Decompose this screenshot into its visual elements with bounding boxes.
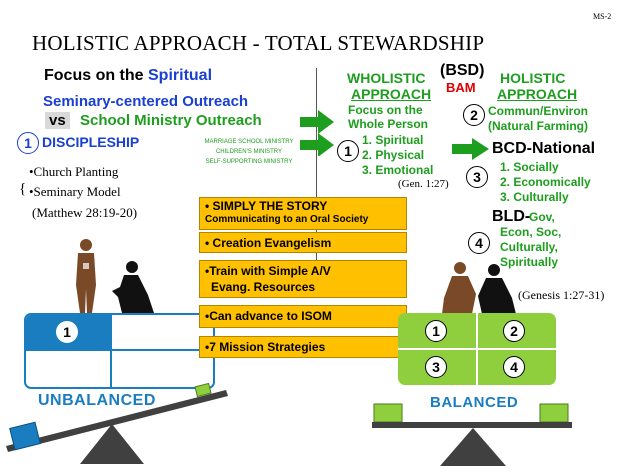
focus-prefix: Focus on the bbox=[44, 67, 148, 84]
balanced-label: BALANCED bbox=[430, 394, 519, 411]
kneeling-person-icon bbox=[442, 262, 476, 314]
standing-person-icon bbox=[76, 239, 96, 313]
strategy-line: •Train with Simple A/V bbox=[205, 264, 331, 278]
bcd-national: BCD-National bbox=[492, 140, 596, 157]
holistic-approach: HOLISTIC APPROACH bbox=[497, 70, 577, 102]
gen-ref-2: (Genesis 1:27-31) bbox=[518, 288, 605, 302]
strategy-line: • SIMPLY THE STORY bbox=[205, 199, 328, 213]
grid-number-3: 3 bbox=[425, 356, 447, 378]
brace: { bbox=[19, 181, 27, 197]
commun-line: (Natural Farming) bbox=[488, 119, 589, 133]
heavy-block bbox=[9, 421, 41, 451]
ministry-list: MARRIAGE SCHOOL MINISTRY CHILDREN'S MINI… bbox=[196, 137, 302, 167]
arrow-to-bcd bbox=[452, 138, 489, 160]
bcd-items: 1. Socially 2. Economically 3. Culturall… bbox=[500, 160, 591, 205]
bsd-label: (BSD) bbox=[440, 62, 485, 79]
discipleship-label: DISCIPLESHIP bbox=[42, 134, 140, 150]
grid-number-2: 2 bbox=[503, 320, 525, 342]
ministry-item: CHILDREN'S MINISTRY bbox=[215, 149, 283, 155]
bld-prefix: BLD- bbox=[492, 208, 531, 225]
strategy-line: •Can advance to ISOM bbox=[205, 309, 332, 323]
strategy-box-story: • SIMPLY THE STORY Communicating to an O… bbox=[199, 197, 407, 230]
grid-divider bbox=[26, 349, 213, 351]
level-beam bbox=[372, 422, 572, 428]
page-title: HOLISTIC APPROACH - TOTAL STEWARDSHIP bbox=[32, 31, 485, 55]
fulcrum bbox=[440, 428, 506, 466]
focus-title-line: Whole Person bbox=[348, 117, 429, 131]
wholistic-line: APPROACH bbox=[351, 86, 432, 102]
light-block bbox=[194, 382, 212, 398]
focus-item: 2. Physical bbox=[362, 148, 425, 162]
holistic-line: APPROACH bbox=[497, 86, 578, 102]
number-4-circle: 4 bbox=[468, 232, 490, 254]
wholistic-approach: WHOLISTIC APPROACH bbox=[347, 70, 431, 102]
strategy-subline: Evang. Resources bbox=[211, 280, 316, 294]
arrows-to-focus bbox=[300, 110, 334, 156]
focus-title-line: Focus on the bbox=[348, 103, 423, 117]
bld-line: Culturally, bbox=[500, 240, 558, 254]
focus-word: Spiritual bbox=[148, 67, 213, 84]
wholistic-line: WHOLISTIC bbox=[347, 70, 426, 86]
seminary-outreach: Seminary-centered Outreach bbox=[43, 93, 249, 110]
focus-spiritual: Focus on the Spiritual bbox=[44, 67, 212, 85]
number-2-circle: 2 bbox=[463, 104, 485, 126]
number-3-circle: 3 bbox=[466, 166, 488, 188]
strategy-box-mission: •7 Mission Strategies bbox=[199, 336, 407, 358]
balanced-seesaw bbox=[372, 403, 572, 466]
two-praying-figures bbox=[442, 262, 516, 314]
unbalanced-seesaw bbox=[6, 382, 228, 464]
bam-label: BAM bbox=[446, 80, 476, 95]
center-divider bbox=[316, 68, 317, 278]
right-block bbox=[539, 403, 569, 423]
focus-items: 1. Spiritual 2. Physical 3. Emotional bbox=[362, 133, 433, 178]
strategy-box-av: •Train with Simple A/V Evang. Resources bbox=[199, 260, 407, 298]
tilted-beam bbox=[6, 390, 228, 452]
bld-lines: Econ, Soc, Culturally, Spiritually bbox=[500, 225, 561, 270]
slide-id: MS-2 bbox=[593, 12, 612, 21]
green-arrow-icon bbox=[300, 133, 334, 156]
number-1-circle: 1 bbox=[17, 132, 39, 154]
balanced-grid: 1 2 3 4 bbox=[398, 313, 556, 385]
bullet-seminary-model: •Seminary Model bbox=[29, 184, 121, 199]
holistic-line: HOLISTIC bbox=[500, 70, 566, 86]
unbalanced-grid: 1 bbox=[24, 313, 215, 389]
ministry-item: SELF-SUPPORTING MINISTRY bbox=[205, 159, 293, 165]
commun-line: Commun/Environ bbox=[488, 104, 589, 118]
number-1-circle: 1 bbox=[337, 140, 359, 162]
bld-line: Econ, Soc, bbox=[500, 225, 562, 239]
kneeling-person-icon bbox=[112, 261, 154, 313]
school-outreach: School Ministry Outreach bbox=[80, 112, 262, 129]
strategy-line: • Creation Evangelism bbox=[205, 236, 332, 250]
vs-label: vs bbox=[45, 112, 70, 129]
fulcrum bbox=[80, 424, 144, 464]
grid-number-4: 4 bbox=[503, 356, 525, 378]
bld-first: Gov, bbox=[529, 210, 555, 224]
green-arrow-icon bbox=[452, 138, 489, 160]
strategy-subline: Communicating to an Oral Society bbox=[205, 214, 369, 225]
focus-item: 3. Emotional bbox=[362, 163, 434, 177]
bullet-church-planting: •Church Planting bbox=[29, 164, 119, 179]
strategy-box-isom: •Can advance to ISOM bbox=[199, 305, 407, 328]
bcd-item: 1. Socially bbox=[500, 160, 559, 174]
strategy-box-creation: • Creation Evangelism bbox=[199, 232, 407, 253]
kneeling-person-icon bbox=[478, 264, 516, 314]
commun-environ: Commun/Environ (Natural Farming) bbox=[488, 104, 588, 134]
standing-and-kneeling-figures bbox=[76, 239, 154, 313]
grid-divider bbox=[110, 315, 112, 387]
green-arrow-icon bbox=[300, 110, 334, 134]
bld-line: Spiritually bbox=[500, 255, 559, 269]
strategy-line: •7 Mission Strategies bbox=[205, 340, 326, 354]
grid-divider bbox=[398, 348, 556, 350]
gen-ref-1: (Gen. 1:27) bbox=[398, 178, 449, 190]
grid-number-1: 1 bbox=[56, 321, 78, 343]
bcd-item: 3. Culturally bbox=[500, 190, 569, 204]
unbalanced-label: UNBALANCED bbox=[38, 392, 156, 409]
bcd-item: 2. Economically bbox=[500, 175, 591, 189]
ministry-item: MARRIAGE SCHOOL MINISTRY bbox=[204, 139, 294, 145]
focus-item: 1. Spiritual bbox=[362, 133, 424, 147]
focus-whole-person: Focus on the Whole Person bbox=[348, 103, 428, 131]
matthew-ref: (Matthew 28:19-20) bbox=[32, 205, 138, 220]
grid-number-1: 1 bbox=[425, 320, 447, 342]
left-block bbox=[373, 403, 403, 423]
